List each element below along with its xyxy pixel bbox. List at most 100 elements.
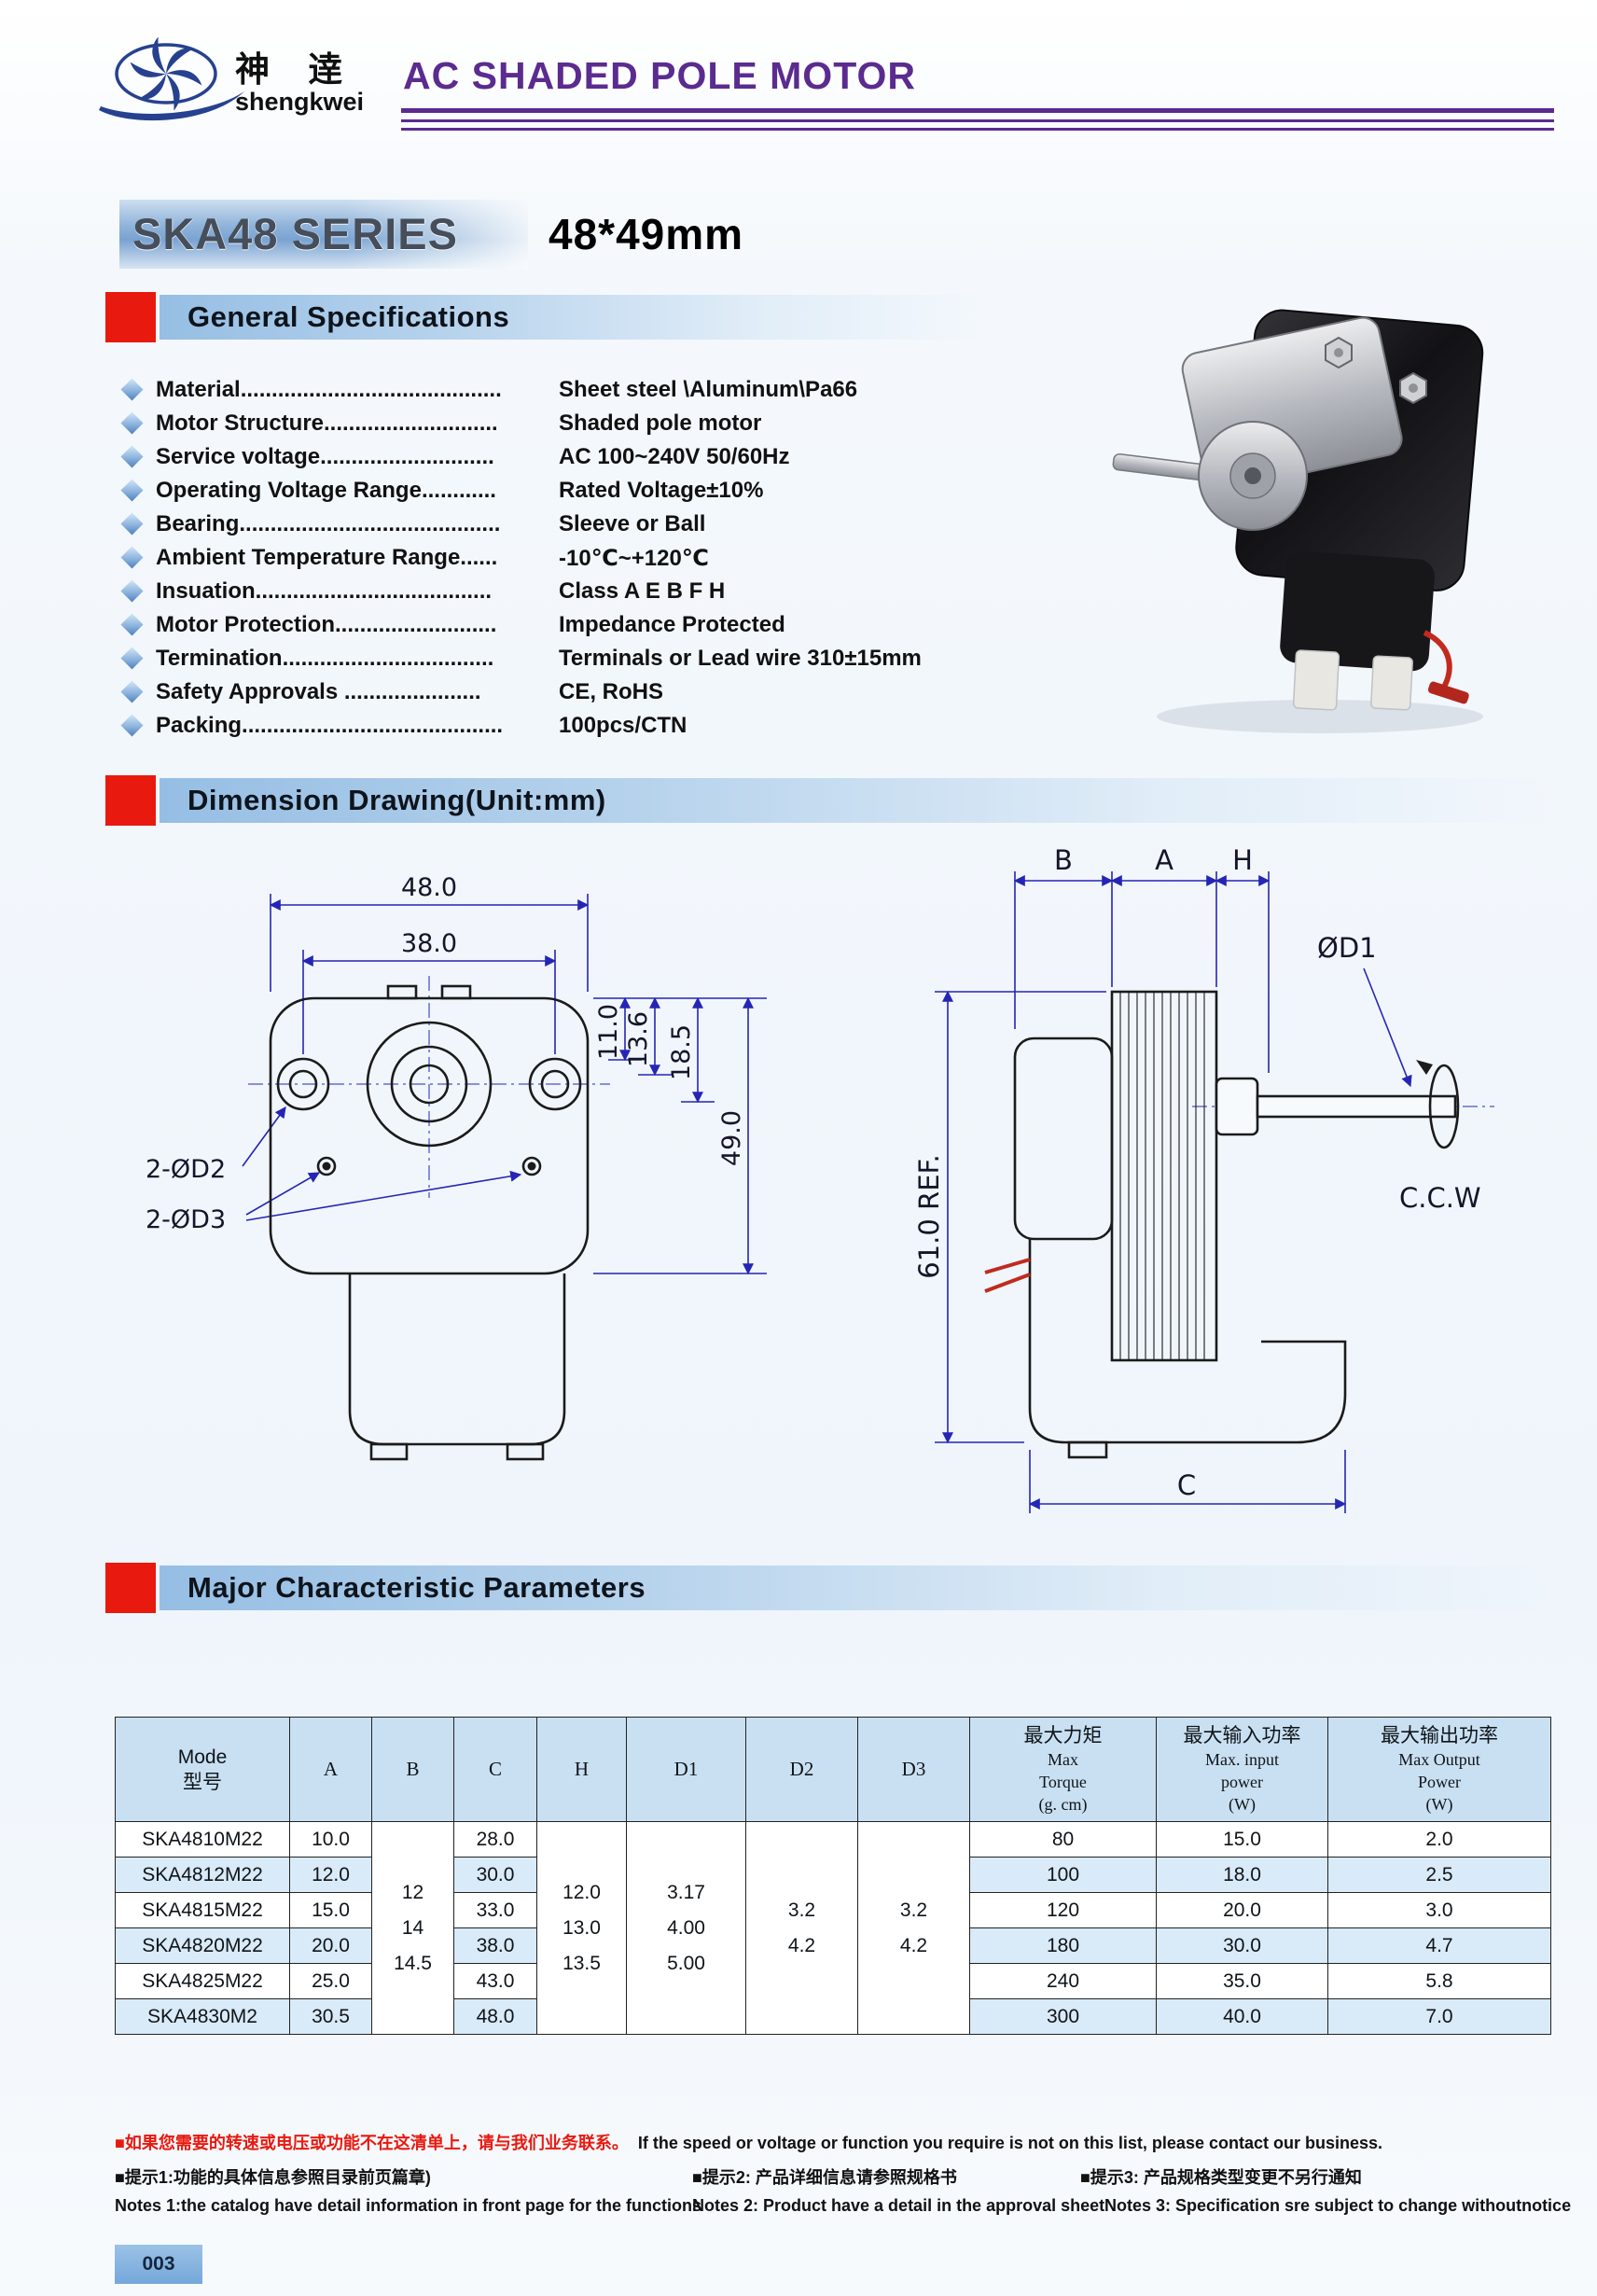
header-h: H xyxy=(536,1717,627,1822)
diamond-bullet-icon xyxy=(120,479,144,502)
dim-48: 48.0 xyxy=(401,873,457,902)
label-2-d2: 2-ØD2 xyxy=(146,1155,226,1184)
label-ccw: C.C.W xyxy=(1399,1182,1481,1214)
dim-b: B xyxy=(1054,844,1073,876)
dim-61-ref: 61.0 REF. xyxy=(913,1154,945,1279)
header-max-output-power: 最大输出功率 Max Output Power (W) xyxy=(1327,1717,1551,1822)
section-title-dimension: Dimension Drawing(Unit:mm) xyxy=(187,784,606,816)
header-mode: Mode 型号 xyxy=(115,1717,290,1822)
diamond-bullet-icon xyxy=(120,714,144,737)
header-d1: D1 xyxy=(626,1717,746,1822)
series-size: 48*49mm xyxy=(549,210,744,258)
logo-romanized-text: shengkwei xyxy=(235,88,365,116)
spec-row: Termination.............................… xyxy=(120,644,1094,677)
spec-value: Rated Voltage±10% xyxy=(559,478,764,503)
spec-row: Insuation...............................… xyxy=(120,577,1094,610)
spec-value: Shaded pole motor xyxy=(559,410,762,436)
spec-value: 100pcs/CTN xyxy=(559,713,687,738)
red-square-icon xyxy=(105,775,156,826)
red-square-icon xyxy=(105,292,156,342)
dim-49: 49.0 xyxy=(717,1110,746,1166)
dim-18-5: 18.5 xyxy=(667,1024,696,1080)
section-bar-general: General Specifications xyxy=(105,291,990,343)
footer-contact-cn: ■如果您需要的转速或电压或功能不在这清单上，请与我们业务联系。 xyxy=(115,2134,629,2152)
dim-13-6: 13.6 xyxy=(624,1011,653,1067)
spec-value: Class A E B F H xyxy=(559,578,726,604)
diamond-bullet-icon xyxy=(120,546,144,569)
footer-tip-2: ■提示2: 产品详细信息请参照规格书 xyxy=(692,2168,957,2187)
diamond-bullet-icon xyxy=(120,647,144,670)
footer-contact-note: ■如果您需要的转速或电压或功能不在这清单上，请与我们业务联系。 If the sp… xyxy=(115,2130,1382,2154)
dim-h: H xyxy=(1232,844,1253,876)
dim-c: C xyxy=(1177,1469,1196,1501)
spec-row: Operating Voltage Range............ Rate… xyxy=(120,476,1094,509)
spec-label: Material................................… xyxy=(156,377,502,402)
logo-chinese-text: 神 逹 xyxy=(235,50,343,89)
header-rule-2 xyxy=(401,119,1554,122)
section-title-general: General Specifications xyxy=(187,300,510,333)
spec-label: Safety Approvals ...................... xyxy=(156,679,481,704)
product-photo xyxy=(1112,309,1484,733)
footer-note-1: Notes 1:the catalog have detail informat… xyxy=(115,2196,702,2215)
spec-value: -10℃~+120℃ xyxy=(559,546,709,571)
spec-value: Sheet steel \Aluminum\Pa66 xyxy=(559,377,858,402)
spec-value: CE, RoHS xyxy=(559,679,664,704)
header-rule-1 xyxy=(401,108,1554,113)
diamond-bullet-icon xyxy=(120,680,144,703)
footer-tip-1: ■提示1:功能的具体信息参照目录前页篇章) xyxy=(115,2168,431,2187)
header-rule-3 xyxy=(401,128,1554,131)
spec-value: Terminals or Lead wire 310±15mm xyxy=(559,646,922,671)
label-2-d3: 2-ØD3 xyxy=(146,1205,226,1234)
series-title: SKA48 SERIES xyxy=(119,200,528,269)
diamond-bullet-icon xyxy=(120,378,144,401)
section-bar-dimension: Dimension Drawing(Unit:mm) xyxy=(105,774,1554,827)
dim-38: 38.0 xyxy=(401,929,457,958)
spec-label: Service voltage.........................… xyxy=(156,444,494,469)
section-bar-parameters: Major Characteristic Parameters xyxy=(105,1562,1554,1614)
footer-note-2: Notes 2: Product have a detail in the ap… xyxy=(692,2196,1105,2215)
spec-row: Motor Structure.........................… xyxy=(120,409,1094,442)
dim-a: A xyxy=(1155,844,1173,876)
spec-label: Termination.............................… xyxy=(156,646,494,671)
spec-label: Operating Voltage Range............ xyxy=(156,478,496,503)
header-a: A xyxy=(289,1717,372,1822)
spec-value: Impedance Protected xyxy=(559,612,785,637)
spec-row: Packing.................................… xyxy=(120,711,1094,744)
header-max-input-power: 最大输入功率 Max. input power (W) xyxy=(1156,1717,1328,1822)
parameters-table: Mode 型号 A B C H D1 D2 D3 最大力矩 Max Torque… xyxy=(115,1717,1551,2035)
spec-value: Sleeve or Ball xyxy=(559,511,706,536)
footer-tip-3: ■提示3: 产品规格类型变更不另行通知 xyxy=(1080,2168,1362,2187)
spec-row: Safety Approvals ...................... … xyxy=(120,677,1094,711)
table-header-row: Mode 型号 A B C H D1 D2 D3 最大力矩 Max Torque… xyxy=(115,1717,1551,1822)
header-d3: D3 xyxy=(857,1717,970,1822)
header-d2: D2 xyxy=(745,1717,858,1822)
header-b: B xyxy=(371,1717,454,1822)
header-max-torque: 最大力矩 Max Torque (g. cm) xyxy=(969,1717,1157,1822)
spec-row: Ambient Temperature Range...... -10℃~+12… xyxy=(120,543,1094,577)
spec-label: Motor Protection........................… xyxy=(156,612,497,637)
diamond-bullet-icon xyxy=(120,512,144,536)
spec-label: Insuation...............................… xyxy=(156,578,493,604)
page-title: AC SHADED POLE MOTOR xyxy=(403,54,916,97)
side-view-drawing: B A H ØD1 C.C.W 61.0 REF. C xyxy=(913,844,1494,1513)
header-c: C xyxy=(453,1717,537,1822)
spec-label: Packing.................................… xyxy=(156,713,504,738)
spec-value: AC 100~240V 50/60Hz xyxy=(559,444,790,469)
spec-row: Bearing.................................… xyxy=(120,509,1094,543)
label-d1: ØD1 xyxy=(1317,932,1377,964)
diamond-bullet-icon xyxy=(120,579,144,603)
spec-row: Service voltage.........................… xyxy=(120,442,1094,476)
dim-11: 11.0 xyxy=(594,1004,623,1060)
footer-contact-en: If the speed or voltage or function you … xyxy=(637,2134,1383,2152)
